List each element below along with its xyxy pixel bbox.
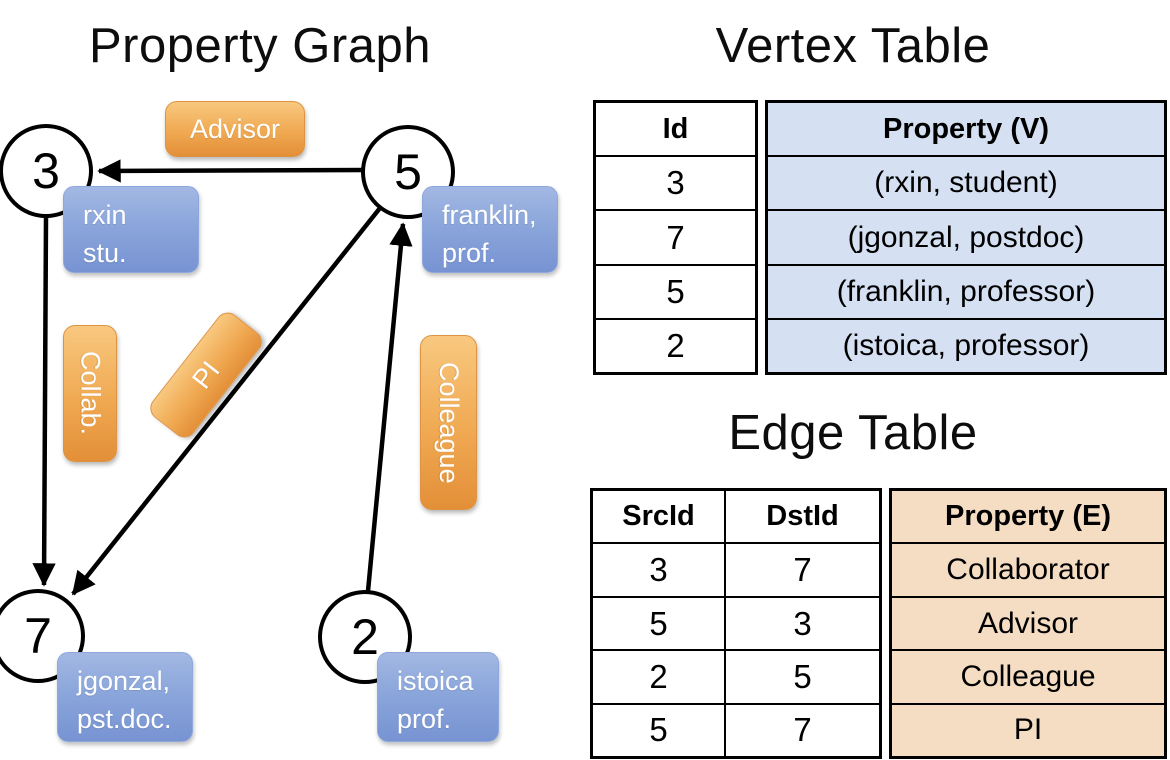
edge-advisor-5-to-3	[97, 159, 369, 183]
vertex-property-cell: (istoica, professor)	[768, 319, 1164, 373]
table-row: Colleague	[892, 651, 1164, 705]
vertex-label-franklin: franklin, prof.	[422, 186, 558, 273]
vertex-property-cell: (jgonzal, postdoc)	[768, 211, 1164, 264]
table-header-row: Property (E)	[892, 491, 1164, 545]
node-id-label: 3	[32, 143, 60, 199]
graph-node-3: 3	[0, 124, 93, 218]
edge-property-header: Property (E)	[892, 491, 1164, 543]
vertex-label-line1: jgonzal,	[77, 666, 171, 696]
vertex-property-header: Property (V)	[768, 103, 1164, 156]
edge-srcid-cell: 5	[593, 704, 726, 757]
edge-dstid-cell: 7	[793, 711, 812, 749]
edge-dstid-cell: 5	[793, 657, 812, 695]
table-row: (rxin, student)	[768, 157, 1164, 212]
edge-label-pi: PI	[145, 307, 267, 443]
edge-srcid-cell: 3	[593, 544, 726, 596]
graph-node-5: 5	[361, 125, 455, 219]
vertex-label-rxin: rxin stu.	[63, 186, 199, 273]
table-row: 7	[596, 211, 755, 266]
vertex-id-cell: 2	[666, 326, 685, 364]
edge-dstid-header: DstId	[766, 500, 839, 533]
vertex-id-cell: 7	[666, 218, 685, 256]
vertex-label-line2: prof.	[442, 238, 497, 268]
table-row: (istoica, professor)	[768, 319, 1164, 373]
table-row: 3	[596, 157, 755, 212]
edge-label-colleague: Colleague	[420, 335, 477, 510]
vertex-property-cell: (rxin, student)	[768, 157, 1164, 210]
edge-srcid-cell: 2	[593, 651, 726, 703]
table-row: 3 7	[593, 544, 879, 598]
edge-table-property-column: Property (E) Collaborator Advisor Collea…	[889, 488, 1167, 759]
edge-property-cell: Colleague	[892, 651, 1164, 703]
vertex-table-id-column: Id 3 7 5 2	[593, 100, 758, 375]
vertex-id-header: Id	[662, 112, 689, 145]
table-row: 5 3	[593, 597, 879, 652]
table-row: PI	[892, 704, 1164, 757]
edge-dstid-cell: 3	[793, 604, 812, 642]
vertex-label-line1: rxin	[83, 200, 127, 230]
vertex-table-property-column: Property (V) (rxin, student) (jgonzal, p…	[765, 100, 1167, 375]
table-header-row: Property (V)	[768, 103, 1164, 158]
edge-label-collab: Collab.	[63, 325, 117, 462]
table-row: Collaborator	[892, 544, 1164, 598]
edge-label-advisor: Advisor	[165, 101, 305, 157]
edge-collaborator-3-to-7	[32, 216, 56, 587]
edge-srcid-header: SrcId	[593, 491, 726, 543]
table-row: (jgonzal, postdoc)	[768, 211, 1164, 266]
vertex-id-cell: 5	[666, 272, 685, 310]
property-graph-title: Property Graph	[89, 19, 431, 73]
edge-property-cell: Collaborator	[892, 544, 1164, 596]
vertex-property-cell: (franklin, professor)	[768, 265, 1164, 318]
edge-table-id-columns: SrcId DstId 3 7 5 3 2 5 5 7	[590, 488, 882, 759]
vertex-label-istoica: istoica prof.	[377, 652, 499, 742]
vertex-label-jgonzal: jgonzal, pst.doc.	[57, 652, 193, 742]
vertex-label-line2: prof.	[397, 704, 452, 734]
edge-property-cell: PI	[892, 704, 1164, 757]
edge-table-title: Edge Table	[728, 406, 978, 460]
table-row: 5 7	[593, 704, 879, 757]
table-row: 2 5	[593, 651, 879, 705]
table-header-row: SrcId DstId	[593, 491, 879, 545]
table-row: (franklin, professor)	[768, 265, 1164, 320]
node-id-label: 2	[351, 609, 379, 665]
edge-srcid-cell: 5	[593, 597, 726, 650]
vertex-label-line2: pst.doc.	[77, 704, 172, 734]
vertex-label-line1: franklin,	[442, 200, 537, 230]
table-header-row: Id	[596, 103, 755, 158]
edge-dstid-cell: 7	[793, 551, 812, 589]
edge-property-cell: Advisor	[892, 597, 1164, 650]
table-row: 5	[596, 266, 755, 320]
edge-colleague-2-to-5	[365, 222, 413, 592]
vertex-id-cell: 3	[666, 164, 685, 202]
node-id-label: 7	[24, 608, 52, 664]
table-row: Advisor	[892, 597, 1164, 652]
vertex-table-title: Vertex Table	[715, 19, 991, 73]
vertex-label-line1: istoica	[397, 666, 474, 696]
table-row: 2	[596, 320, 755, 372]
vertex-label-line2: stu.	[83, 238, 127, 268]
node-id-label: 5	[394, 144, 422, 200]
